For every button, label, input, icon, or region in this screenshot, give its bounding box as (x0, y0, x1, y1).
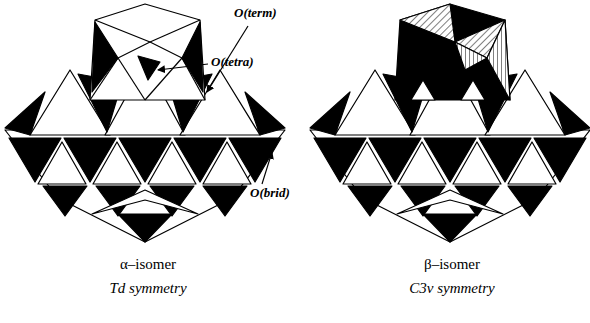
leader-line (158, 64, 208, 70)
octahedron-face (5, 92, 45, 135)
octahedron-face (203, 142, 251, 184)
alpha-isomer-figure (5, 4, 285, 242)
octahedron-face (411, 80, 435, 100)
oxygen-label: O(tetra) (211, 55, 254, 70)
octahedron-face (118, 214, 172, 242)
polyhedron-edge (118, 42, 150, 58)
cap-outline (90, 4, 205, 100)
octahedron-face (245, 92, 285, 135)
rotated-octahedron-face (487, 20, 510, 100)
polyhedron-outline (5, 130, 285, 242)
octahedron-face (423, 214, 477, 242)
octahedron-face (461, 80, 485, 100)
leader-lines (158, 26, 272, 184)
octahedron-face (92, 190, 198, 214)
octahedron-face (550, 92, 590, 135)
leader-line (262, 152, 272, 184)
octahedron-face (398, 142, 446, 184)
oxygen-label: O(term) (234, 6, 277, 21)
octahedron-face (38, 142, 86, 184)
octahedron-face (93, 142, 141, 184)
octahedron-face (453, 142, 501, 184)
rotated-octahedron-face (400, 4, 455, 42)
octahedron-face (310, 92, 350, 135)
cap-outline (395, 4, 510, 100)
octahedron-face (203, 186, 247, 216)
octahedron-face (508, 142, 556, 184)
octahedron-face (92, 22, 118, 92)
oxygen-label: O(brid) (250, 186, 290, 201)
symmetry-label: C3v symmetry (409, 280, 494, 297)
octahedron-face (508, 186, 552, 216)
rotated-octahedron-face (455, 42, 487, 70)
octahedron-face (148, 142, 196, 184)
octahedron-face (43, 186, 87, 216)
polyhedron-outline (310, 130, 590, 242)
beta-isomer-figure (310, 4, 590, 242)
octahedron-face (343, 142, 391, 184)
polyhedron-edge (150, 42, 182, 58)
symmetry-label: Td symmetry (109, 280, 186, 297)
isomer-name: β–isomer (424, 256, 480, 273)
isomer-name: α–isomer (120, 256, 176, 273)
octahedron-face (397, 190, 503, 214)
octahedron-face (348, 186, 392, 216)
octahedron-face (182, 22, 203, 92)
tetrahedron (138, 56, 160, 80)
